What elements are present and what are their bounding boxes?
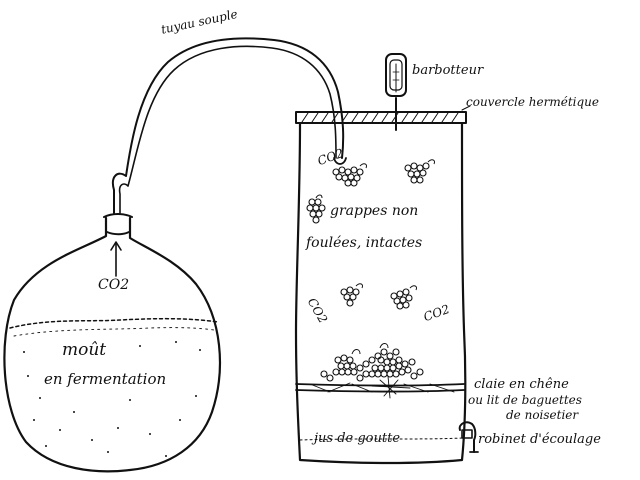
- rack-spikes: [309, 375, 455, 399]
- grapes-label-line1: grappes non: [330, 203, 419, 219]
- tube-outer-line: [112, 37, 345, 214]
- grapes-label-line2: foulées, intactes: [306, 235, 423, 251]
- flask-co2-label: CO2: [98, 277, 130, 293]
- tank-outline: [294, 122, 467, 465]
- grape-bunch: [404, 159, 435, 184]
- lid-leader: [461, 105, 471, 111]
- must-label-line2: en fermentation: [44, 370, 167, 388]
- lid: [295, 111, 467, 124]
- flexible-tube: [112, 37, 347, 214]
- airlock: [385, 53, 407, 131]
- must-label-line1: moût: [62, 340, 107, 360]
- co2-arrow-head: [110, 241, 122, 251]
- juice-surface: [299, 437, 463, 441]
- tap-label: robinet d'écoulage: [478, 432, 601, 447]
- flask-outline: [3, 216, 221, 473]
- tap: [458, 421, 479, 453]
- must-specks: [23, 341, 201, 457]
- grape-bunch: [340, 283, 363, 307]
- flask: [3, 213, 221, 473]
- airlock-label: barbotteur: [412, 63, 484, 78]
- rack-label-line3: de noisetier: [506, 408, 579, 422]
- rack-top-line: [295, 383, 465, 387]
- lid-label: couvercle hermétique: [466, 95, 599, 109]
- free-run-juice-label: jus de goutte: [314, 431, 401, 446]
- tank: [294, 111, 479, 465]
- must-foam-line: [13, 327, 215, 337]
- grape-bunch: [390, 285, 417, 310]
- airlock-body: [385, 53, 407, 97]
- grape-bunch: [332, 163, 367, 187]
- rack-label-line2: ou lit de baguettes: [468, 393, 582, 407]
- lid-hatching: [301, 112, 459, 123]
- tube-inner-line: [118, 45, 337, 214]
- flask-neck-band: [106, 231, 130, 236]
- rack-label-line1: claie en chêne: [474, 377, 569, 392]
- flask-rim: [103, 213, 133, 218]
- must-level-line: [9, 317, 219, 329]
- tube-outlet: [333, 157, 347, 165]
- grape-bunch: [306, 194, 326, 224]
- rack-bottom-line: [295, 389, 465, 393]
- grape-heap: [320, 343, 424, 382]
